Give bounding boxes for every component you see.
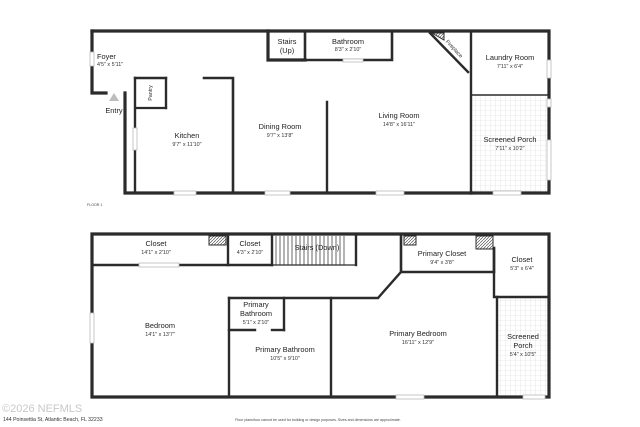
room-name-primary-bath: Primary Bathroom (255, 345, 315, 354)
floor-1: Foyer 4'5" x 5'11" Entry Pantry Kitchen … (87, 29, 552, 207)
entry-arrow-icon (109, 93, 119, 101)
room-name-porch-2-line-2: Porch (513, 341, 532, 350)
hatch-block-1 (208, 235, 227, 246)
room-dims-primary-bath-small: 5'1" x 2'10" (243, 320, 270, 326)
room-name-bathroom: Bathroom (332, 37, 364, 46)
room-name-pantry: Pantry (148, 85, 154, 101)
footer-disclaimer: Floor plans/tour cannot be used for buil… (235, 418, 401, 422)
room-name-entry: Entry (105, 106, 123, 115)
floor-2-windows (89, 262, 546, 400)
room-name-porch-2-line-1: Screened (507, 332, 539, 341)
room-name-primary-bath-small-2: Bathroom (240, 309, 272, 318)
floor-2: Closet 14'1" x 2'10" Closet 4'3" x 2'10"… (89, 232, 551, 400)
room-name-porch: Screened Porch (484, 135, 537, 144)
fireplace-hatch (430, 32, 445, 41)
room-name-closet-2: Closet (240, 239, 261, 248)
room-name-primary-closet: Primary Closet (418, 249, 466, 258)
hatch-block-3 (475, 235, 494, 250)
room-sub-stairs: (Up) (280, 46, 294, 55)
room-name-stairs-down: Stairs (Down) (295, 243, 340, 252)
watermark: ©2026 NEFMLS (2, 403, 82, 415)
room-name-dining: Dining Room (259, 122, 302, 131)
room-dims-primary-closet: 9'4" x 3'8" (430, 260, 454, 266)
floor-2-walls (90, 232, 551, 399)
room-dims-closet-1: 14'1" x 2'10" (141, 250, 171, 256)
room-dims-primary-bedroom: 16'11" x 12'9" (402, 340, 434, 346)
room-dims-primary-bath: 10'5" x 9'10" (270, 356, 300, 362)
room-dims-living: 14'8" x 16'11" (383, 122, 415, 128)
room-dims-dining: 9'7" x 13'8" (267, 133, 294, 139)
room-dims-foyer: 4'5" x 5'11" (97, 62, 123, 68)
stairs-treads (272, 236, 356, 266)
room-name-foyer: Foyer (97, 52, 116, 61)
room-name-kitchen: Kitchen (175, 131, 200, 140)
room-name-bedroom: Bedroom (145, 321, 175, 330)
footer-address: 144 Poinsettia St, Atlantic Beach, FL 32… (3, 417, 103, 423)
room-dims-porch-2: 5'4" x 10'5" (510, 352, 537, 358)
porch-2-tile (497, 297, 549, 395)
room-dims-laundry: 7'11" x 6'4" (497, 64, 523, 70)
room-name-stairs: Stairs (278, 37, 297, 46)
room-name-living: Living Room (378, 111, 419, 120)
room-dims-bedroom: 14'1" x 13'7" (145, 332, 175, 338)
room-dims-bathroom: 8'3" x 2'10" (335, 47, 362, 53)
room-name-closet-3: Closet (512, 255, 533, 264)
room-dims-closet-2: 4'3" x 2'10" (237, 250, 264, 256)
room-name-closet-1: Closet (146, 239, 167, 248)
room-name-primary-bedroom: Primary Bedroom (389, 329, 447, 338)
room-dims-closet-3: 5'3" x 6'4" (510, 266, 534, 272)
hatch-block-2 (403, 235, 417, 246)
porch-tile (471, 95, 549, 193)
room-dims-porch: 7'11" x 10'2" (495, 146, 524, 152)
floor-1-windows (89, 51, 552, 196)
room-name-primary-bath-small-1: Primary (243, 300, 269, 309)
floor-label: FLOOR 1 (87, 203, 102, 207)
room-name-laundry: Laundry Room (486, 53, 534, 62)
room-dims-kitchen: 9'7" x 11'10" (172, 142, 201, 148)
